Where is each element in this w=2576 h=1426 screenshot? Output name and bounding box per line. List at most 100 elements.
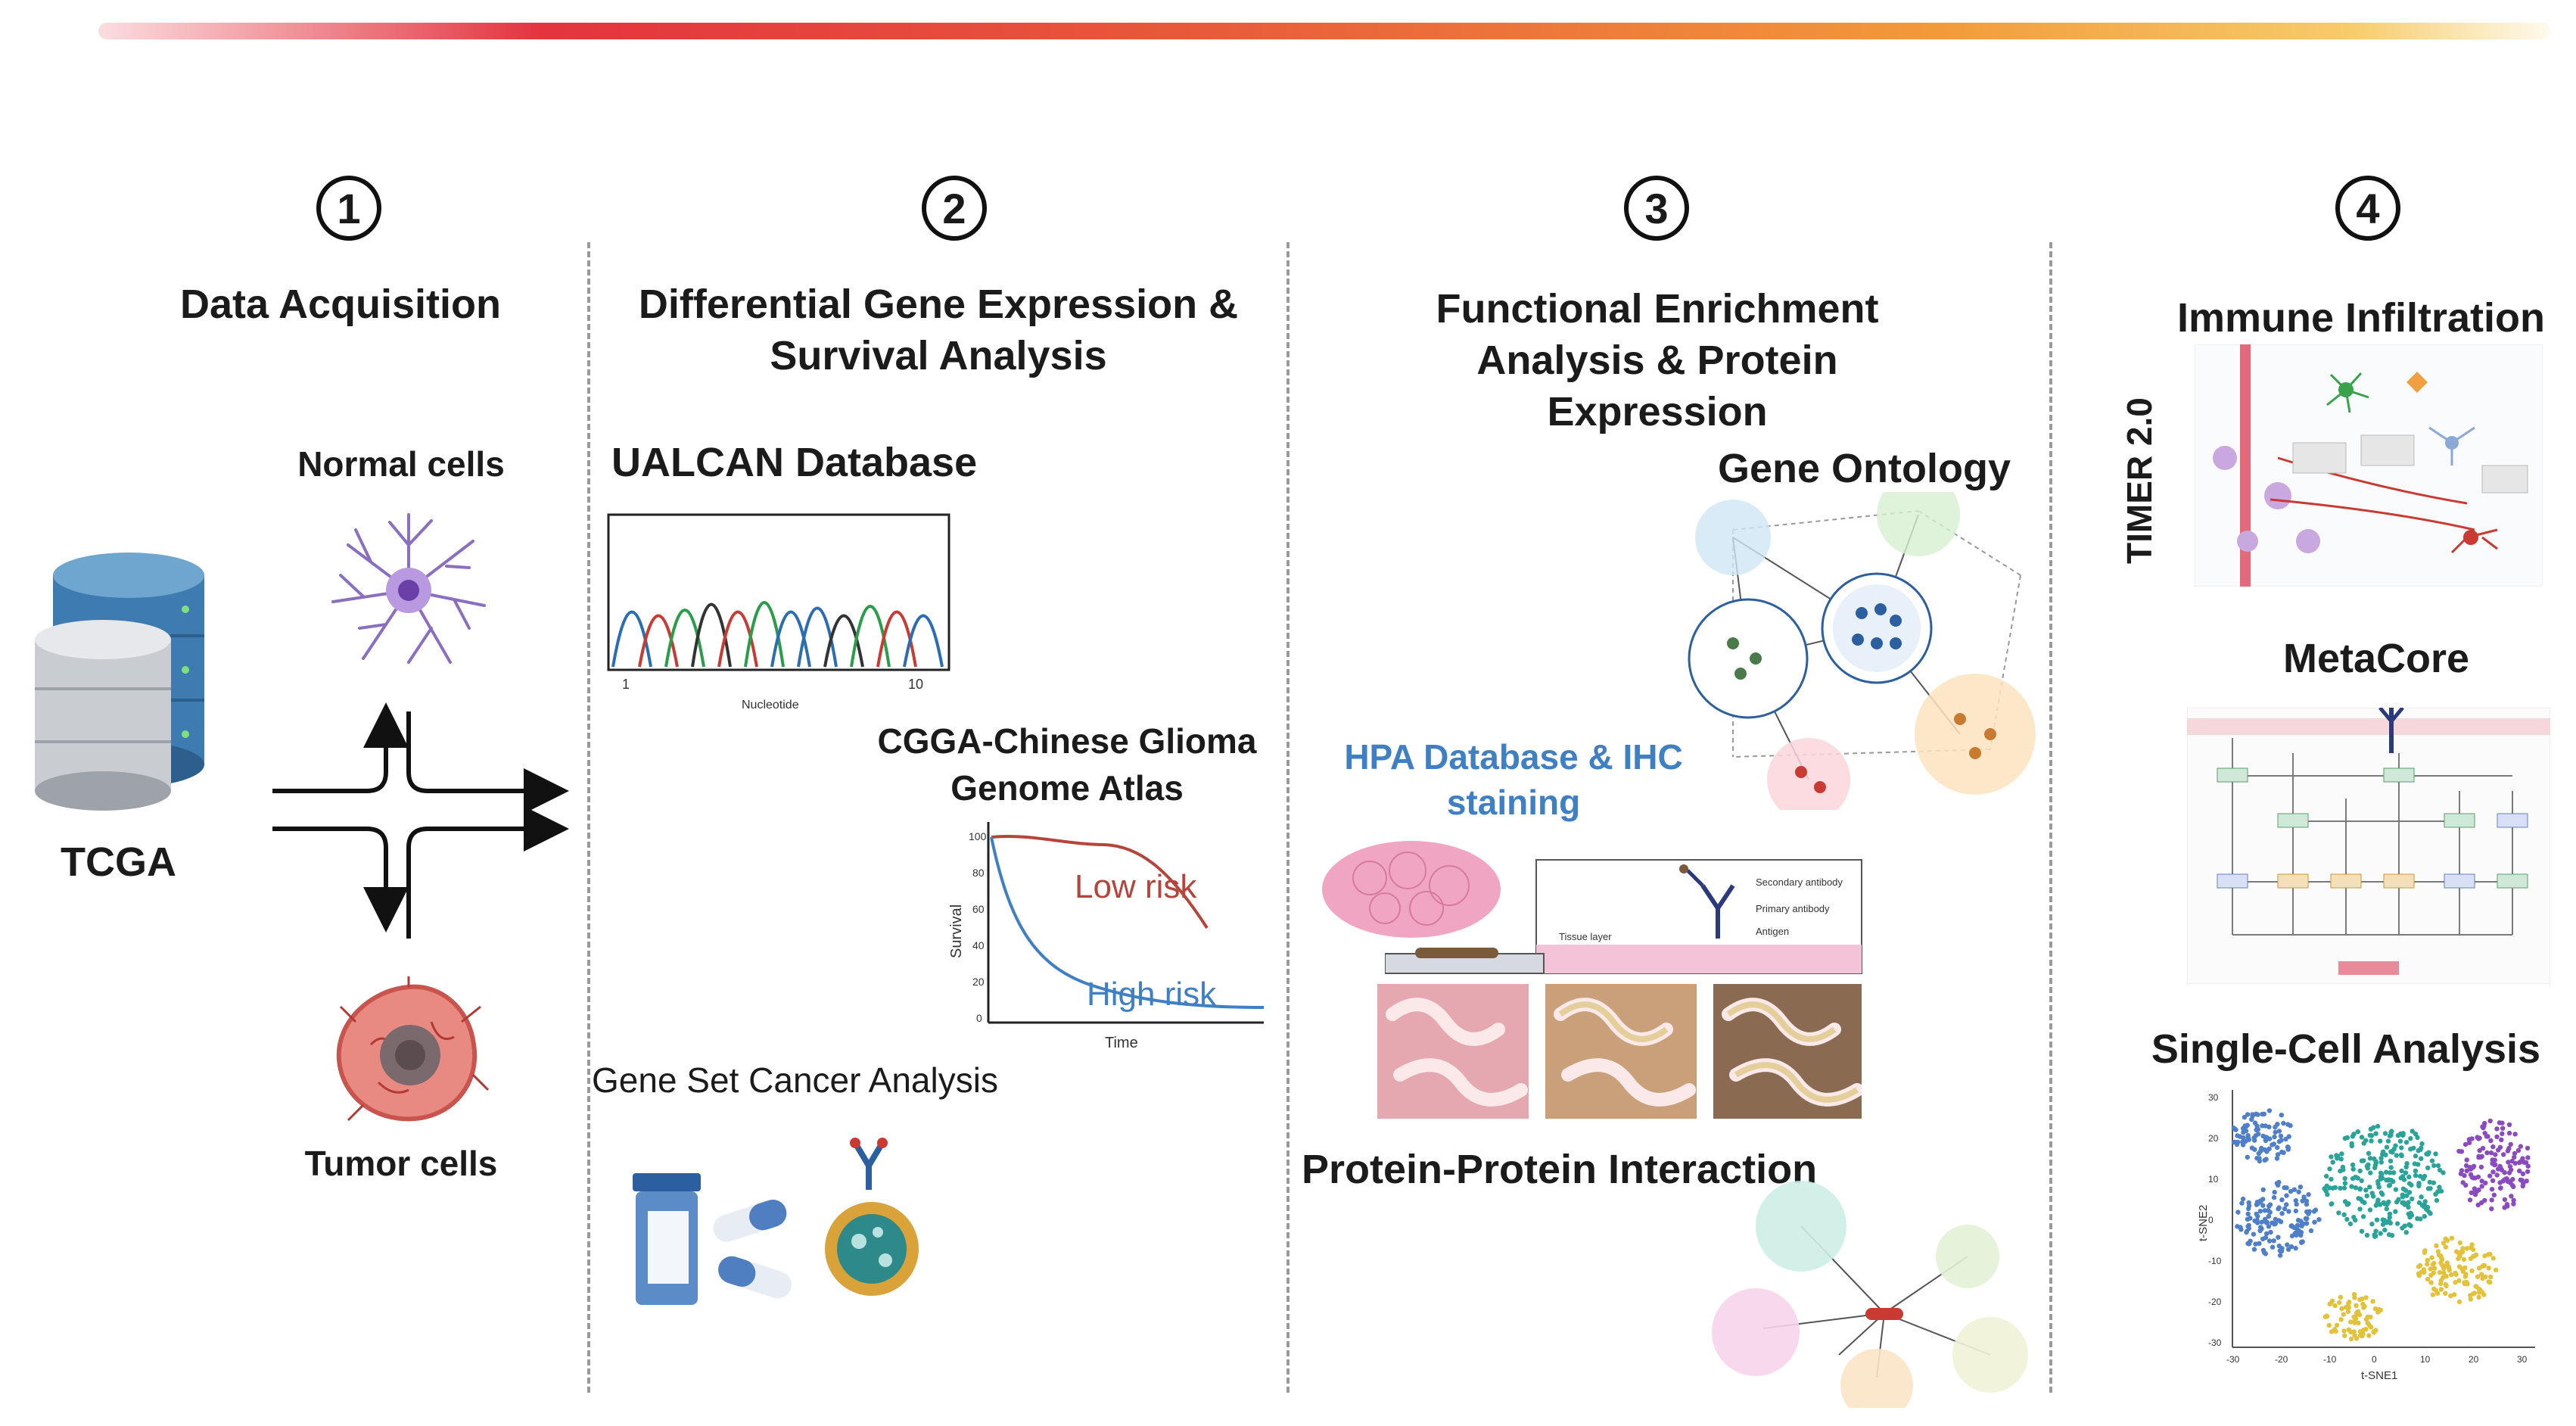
tsne-point <box>2311 1209 2317 1214</box>
tsne-point <box>2241 1135 2246 1141</box>
step-number-1: 1 <box>316 176 381 241</box>
tsne-point <box>2231 1139 2237 1145</box>
tsne-point <box>2378 1156 2384 1161</box>
tsne-point <box>2475 1202 2481 1208</box>
gsca-label: Gene Set Cancer Analysis <box>592 1060 998 1100</box>
tsne-point <box>2500 1131 2505 1136</box>
title-line-2: Survival Analysis <box>770 333 1107 378</box>
tissue-slice-icon <box>1322 841 1501 938</box>
tsne-point <box>2453 1280 2458 1285</box>
tsne-point <box>2257 1228 2263 1234</box>
tsne-point <box>2282 1206 2288 1212</box>
tsne-point <box>2483 1180 2488 1186</box>
tsne-point <box>2433 1287 2438 1293</box>
tsne-point <box>2260 1247 2266 1253</box>
tsne-xtick: 10 <box>2420 1354 2431 1365</box>
tsne-point <box>2519 1178 2525 1183</box>
tsne-point <box>2371 1125 2376 1130</box>
tsne-point <box>2375 1123 2381 1129</box>
tsne-point <box>2341 1185 2347 1191</box>
tsne-point <box>2334 1322 2340 1328</box>
tsne-point <box>2462 1274 2468 1279</box>
tsne-point <box>2444 1238 2450 1244</box>
tsne-point <box>2386 1219 2391 1224</box>
tsne-point <box>2378 1170 2384 1175</box>
tsne-point <box>2322 1314 2329 1319</box>
tsne-point <box>2271 1238 2276 1244</box>
tsne-point <box>2374 1217 2380 1222</box>
tsne-point <box>2493 1162 2498 1167</box>
tsne-ytick: 30 <box>2208 1092 2219 1103</box>
tsne-point <box>2476 1266 2482 1271</box>
tsne-point <box>2278 1133 2284 1139</box>
normal-cells-label: Normal cells <box>297 444 505 484</box>
tsne-point <box>2487 1173 2493 1178</box>
tsne-ytick: 20 <box>2208 1133 2219 1144</box>
tsne-point <box>2480 1124 2485 1129</box>
tsne-point <box>2456 1256 2461 1262</box>
tsne-point <box>2389 1129 2394 1134</box>
tsne-point <box>2407 1214 2413 1220</box>
nucleotide-axis-label: Nucleotide <box>742 699 799 711</box>
tsne-point <box>2366 1150 2372 1156</box>
tsne-point <box>2400 1132 2406 1138</box>
cgga-line-1: CGGA-Chinese Glioma <box>877 721 1257 761</box>
timer-label: TIMER 2.0 <box>2120 397 2159 564</box>
tsne-point <box>2354 1303 2359 1309</box>
tsne-point <box>2235 1210 2241 1215</box>
tsne-point <box>2478 1164 2484 1170</box>
tsne-point <box>2257 1158 2263 1164</box>
ualcan-chromatogram: 1 10 Nucleotide <box>607 513 950 711</box>
tsne-point <box>2408 1210 2413 1216</box>
tsne-point <box>2476 1294 2481 1300</box>
tsne-point <box>2326 1322 2332 1328</box>
tsne-point <box>2501 1152 2506 1157</box>
tsne-point <box>2363 1188 2369 1193</box>
tsne-point <box>2267 1210 2273 1215</box>
tsne-point <box>2375 1309 2381 1315</box>
tsne-point <box>2408 1147 2413 1152</box>
tsne-point <box>2481 1263 2487 1269</box>
tsne-point <box>2284 1202 2289 1207</box>
tsne-point <box>2427 1179 2432 1185</box>
tsne-point <box>2362 1303 2367 1309</box>
tsne-point <box>2425 1262 2430 1267</box>
tsne-xtick: 20 <box>2469 1354 2479 1365</box>
tsne-point <box>2490 1169 2496 1175</box>
tsne-point <box>2358 1333 2363 1338</box>
tsne-point <box>2355 1175 2360 1181</box>
title-line-1: Functional Enrichment <box>1436 286 1879 332</box>
tsne-point <box>2406 1174 2412 1180</box>
tsne-xtick: 30 <box>2517 1354 2528 1365</box>
tsne-point <box>2346 1301 2351 1306</box>
tsne-point <box>2506 1130 2512 1136</box>
tcga-database-icon <box>35 553 204 811</box>
tsne-point <box>2369 1222 2375 1227</box>
tsne-point <box>2277 1248 2283 1253</box>
tsne-point <box>2509 1194 2514 1199</box>
tsne-point <box>2489 1187 2495 1192</box>
tsne-point <box>2368 1170 2373 1175</box>
tsne-point <box>2493 1267 2499 1272</box>
tsne-point <box>2338 1294 2344 1300</box>
tsne-point <box>2251 1231 2257 1237</box>
tsne-point <box>2457 1240 2462 1246</box>
tsne-point <box>2336 1210 2341 1216</box>
tsne-point <box>2266 1108 2273 1113</box>
cgga-label: CGGA-Chinese Glioma Genome Atlas <box>855 718 1279 811</box>
tsne-point <box>2342 1175 2347 1182</box>
tsne-point <box>2257 1209 2263 1214</box>
tsne-point <box>2475 1174 2481 1180</box>
tsne-point <box>2523 1160 2529 1166</box>
tsne-point <box>2489 1206 2494 1212</box>
tsne-ytick: -20 <box>2208 1297 2222 1307</box>
tsne-point <box>2413 1132 2419 1137</box>
tsne-point <box>2434 1197 2440 1203</box>
tsne-point <box>2251 1247 2257 1252</box>
tsne-point <box>2350 1175 2356 1182</box>
tsne-point <box>2404 1193 2410 1198</box>
tsne-point <box>2384 1169 2389 1175</box>
tsne-point <box>2425 1204 2431 1210</box>
tsne-point <box>2367 1156 2373 1161</box>
tsne-point <box>2425 1257 2430 1263</box>
